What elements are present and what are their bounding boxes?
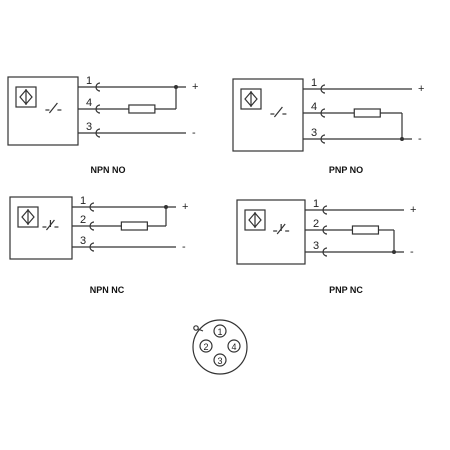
pin-number: 4 (86, 97, 92, 109)
proximity-sensor-icon (240, 88, 262, 110)
polarity-positive: + (410, 204, 416, 216)
pin-number: 1 (311, 77, 317, 89)
connector-pin-number: 1 (217, 327, 222, 337)
pin-number: 3 (313, 240, 319, 252)
connector-pin-number: 4 (231, 342, 236, 352)
connector-outline (192, 319, 248, 375)
connector-hook-icon (95, 128, 101, 138)
schematic-npn-no: 1 4 3 + - NPN NO (7, 75, 198, 175)
connector-hook-icon (89, 221, 95, 231)
polarity-negative: - (410, 246, 414, 258)
switch-blade (273, 106, 283, 118)
switch-nc-icon (273, 223, 290, 235)
connector-hook-icon (95, 104, 101, 114)
connector-hook-icon (89, 242, 95, 252)
pin-number: 1 (80, 195, 86, 207)
connector-pin (199, 339, 213, 353)
polarity-positive: + (182, 201, 188, 213)
sensor-box (232, 78, 304, 152)
connector-pin (227, 339, 241, 353)
polarity-negative: - (192, 127, 196, 139)
pin-number: 3 (86, 121, 92, 133)
diagram-caption: NPN NO (90, 165, 125, 175)
connector-hook-icon (89, 202, 95, 212)
polarity-positive: + (418, 83, 424, 95)
pin-number: 2 (80, 214, 86, 226)
connector-hook-icon (95, 82, 101, 92)
pin-number: 2 (313, 218, 319, 230)
proximity-sensor-icon (15, 86, 37, 108)
switch-no-icon (45, 102, 62, 114)
connector-hook-icon (322, 205, 328, 215)
sensor-icon-frame (244, 209, 266, 231)
sensor-icon-frame (240, 88, 262, 110)
connector-hook-icon (320, 84, 326, 94)
connector-hook-icon (320, 134, 326, 144)
diagram-caption: NPN NC (90, 285, 125, 295)
sensor-icon-frame (17, 206, 39, 228)
pin-number: 1 (86, 75, 92, 87)
resistor-icon (120, 221, 148, 231)
junction-dot (392, 250, 396, 254)
connector-pin (213, 353, 227, 367)
polarity-negative: - (182, 241, 186, 253)
diagram-caption: PNP NC (329, 285, 363, 295)
diagram-caption: PNP NO (329, 165, 363, 175)
proximity-sensor-icon (244, 209, 266, 231)
resistor-icon (351, 225, 380, 235)
schematic-npn-nc: 1 2 3 + - NPN NC (9, 195, 188, 295)
pin-number: 3 (80, 235, 86, 247)
junction-dot (174, 85, 178, 89)
connector-key (197, 328, 204, 332)
sensor-icon-frame (15, 86, 37, 108)
schematic-pnp-no: 1 4 3 + - PNP NO (232, 77, 424, 175)
resistor-icon (128, 104, 156, 114)
connector-key-dot (193, 325, 199, 331)
connector-pin-number: 2 (203, 342, 208, 352)
resistor-icon (353, 108, 381, 118)
connector-hook-icon (320, 108, 326, 118)
junction-dot (400, 137, 404, 141)
switch-blade (48, 102, 58, 114)
polarity-negative: - (418, 133, 422, 145)
pin-number: 4 (311, 101, 317, 113)
pin-number: 1 (313, 198, 319, 210)
connector-pin-number: 3 (217, 356, 222, 366)
schematic-pnp-nc: 1 2 3 + - PNP NC (236, 198, 416, 295)
junction-dot (164, 205, 168, 209)
connector-pin (213, 324, 227, 338)
proximity-sensor-icon (17, 206, 39, 228)
switch-no-icon (270, 106, 287, 118)
connector-hook-icon (322, 225, 328, 235)
connector-hook-icon (322, 247, 328, 257)
switch-nc-icon (42, 219, 59, 231)
sensor-box (236, 199, 306, 265)
polarity-positive: + (192, 81, 198, 93)
pin-number: 3 (311, 127, 317, 139)
sensor-box (7, 76, 79, 146)
sensor-box (9, 196, 73, 260)
